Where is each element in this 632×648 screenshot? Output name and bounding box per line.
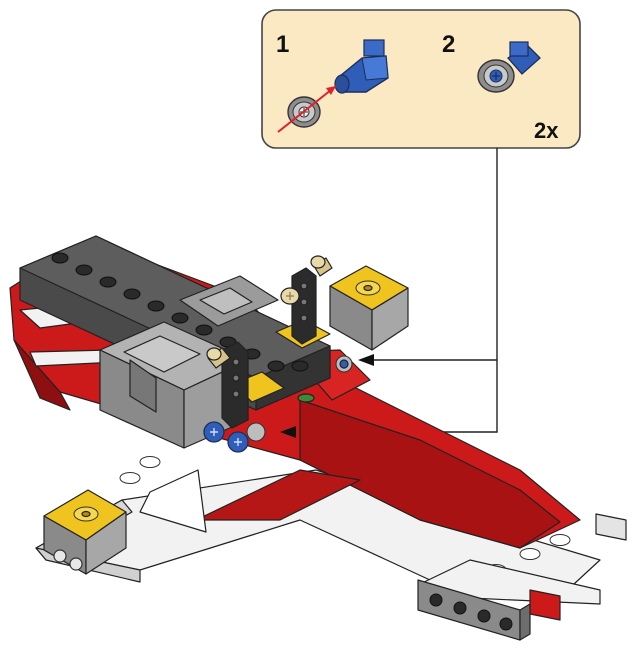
step-2-label: 2 bbox=[442, 31, 455, 58]
rear-right-yellow-brick bbox=[330, 266, 408, 350]
sub-assembly-callout: 1 2 2x bbox=[262, 10, 580, 148]
airplane-model bbox=[10, 236, 626, 640]
quantity-label: 2x bbox=[534, 118, 559, 143]
green-stud bbox=[298, 394, 314, 402]
installed-blue-pin-rear bbox=[336, 356, 352, 372]
callout-box bbox=[262, 10, 580, 148]
arrowhead-rear bbox=[358, 354, 374, 366]
step-1-label: 1 bbox=[276, 31, 289, 58]
vertical-beam-rear bbox=[292, 268, 316, 344]
